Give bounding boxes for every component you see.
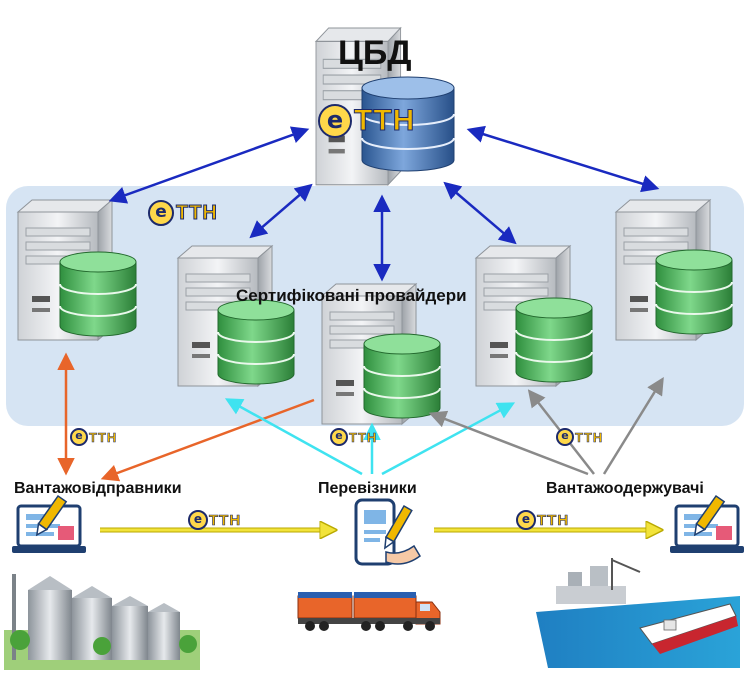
ettn-badge-top: e ТТН — [148, 200, 218, 226]
ettn-badge-receiver: e ТТН — [556, 428, 603, 446]
receiver-laptop-icon — [670, 494, 744, 553]
ettn-e-icon: e — [70, 428, 88, 446]
ettn-text: ТТН — [209, 511, 242, 529]
shipper-links — [57, 352, 315, 482]
providers-title: Сертифіковані провайдери — [236, 286, 467, 305]
ettn-badge-carrier: e ТТН — [330, 428, 377, 446]
ettn-e-icon: e — [330, 428, 348, 446]
ettn-text: ТТН — [176, 201, 218, 224]
receiver-label: Вантажоодержувачі — [546, 480, 704, 497]
ettn-e-icon: e — [556, 428, 574, 446]
truck-image — [297, 592, 441, 631]
ettn-e-icon: e — [188, 510, 208, 530]
carrier-phone-icon — [354, 498, 421, 566]
port-ship-image — [536, 558, 740, 668]
ettn-badge-central: e ТТН — [318, 104, 415, 138]
ettn-text: ТТН — [89, 429, 118, 445]
ettn-e-icon: e — [516, 510, 536, 530]
provider-db-5 — [655, 249, 733, 335]
carrier-label: Перевізники — [318, 480, 417, 497]
provider-db-2 — [217, 299, 295, 385]
ettn-text: ТТН — [575, 429, 604, 445]
central-db-title: ЦБД — [338, 34, 412, 72]
ettn-text: ТТН — [537, 511, 570, 529]
ettn-e-icon: e — [318, 104, 352, 138]
provider-db-1 — [59, 251, 137, 337]
ettn-badge-flow-1: e ТТН — [188, 510, 241, 530]
ettn-text: ТТН — [353, 104, 416, 138]
central-database — [361, 76, 455, 172]
shipper-label: Вантажовідправники — [14, 480, 182, 497]
server-links — [108, 125, 660, 282]
ettn-e-icon: e — [148, 200, 174, 226]
shipper-laptop-icon — [12, 494, 86, 553]
provider-db-4 — [515, 297, 593, 383]
ettn-badge-flow-2: e ТТН — [516, 510, 569, 530]
provider-db-3 — [363, 333, 441, 419]
ettn-badge-shipper: e ТТН — [70, 428, 117, 446]
carrier-links — [224, 398, 516, 476]
grain-silos-image — [4, 574, 200, 670]
ettn-text: ТТН — [349, 429, 378, 445]
